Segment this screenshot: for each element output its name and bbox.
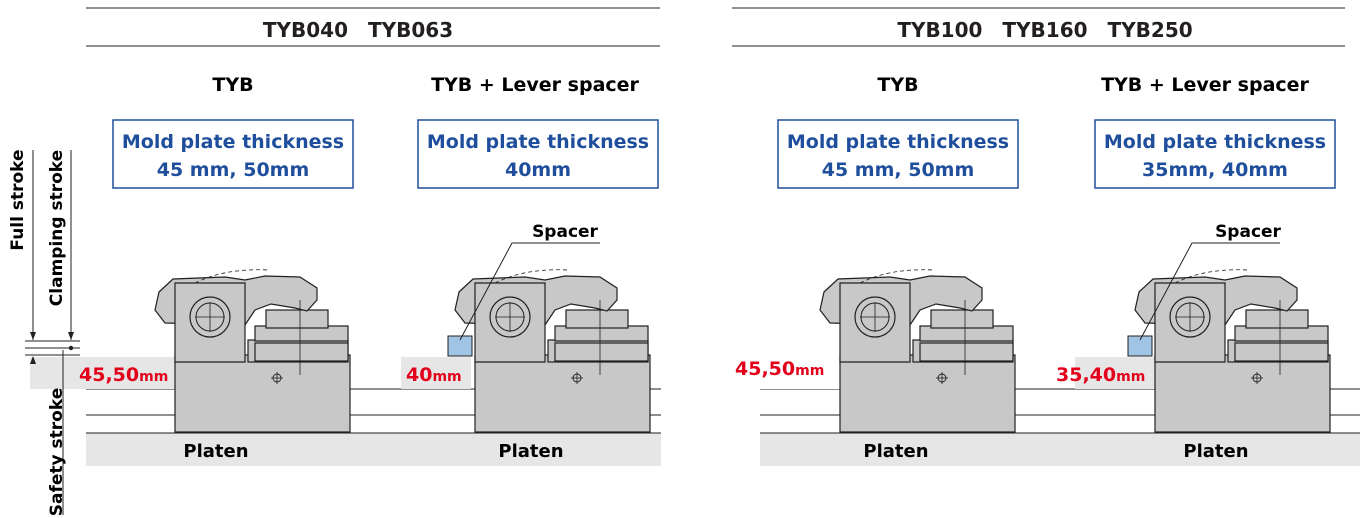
clamp-3 (819, 269, 1016, 433)
thickness-label-1: 45,50mm (79, 364, 168, 386)
platen-right (760, 388, 1360, 466)
thickness-box-1 (112, 119, 354, 189)
clamp-1 (154, 269, 351, 433)
spacer-block-2 (447, 335, 473, 357)
right-group-title: TYB100 TYB160 TYB250 (897, 18, 1192, 42)
mold-plate-2 (401, 357, 471, 389)
mold-plate-3 (732, 357, 842, 389)
mold-plate-4 (1075, 357, 1155, 389)
thickness-label-3: 45,50mm (735, 358, 824, 380)
spacer-label-2: Spacer (532, 222, 598, 242)
full-stroke-label: Full stroke (8, 149, 28, 250)
box-1-line2: 45 mm, 50mm (157, 159, 310, 181)
panel-3-heading: TYB (877, 74, 918, 96)
spacer-label-4: Spacer (1215, 222, 1281, 242)
box-4-line2: 35mm, 40mm (1142, 159, 1288, 181)
safety-stroke-label: Safety stroke (47, 388, 67, 516)
box-3-line2: 45 mm, 50mm (822, 159, 975, 181)
box-1-line1: Mold plate thickness (122, 131, 344, 153)
stroke-dimensions (25, 150, 80, 515)
thickness-box-4 (1094, 119, 1336, 189)
box-3-line1: Mold plate thickness (787, 131, 1009, 153)
thickness-label-2: 40mm (406, 364, 462, 386)
platen-label-3: Platen (863, 441, 928, 462)
box-4-line1: Mold plate thickness (1104, 131, 1326, 153)
box-2-line1: Mold plate thickness (427, 131, 649, 153)
box-2-line2: 40mm (505, 159, 571, 181)
thickness-box-3 (777, 119, 1019, 189)
platen-label-4: Platen (1183, 441, 1248, 462)
spacer-block-4 (1127, 335, 1153, 357)
platen-label-1: Platen (183, 441, 248, 462)
left-group-title: TYB040 TYB063 (263, 18, 453, 42)
thickness-box-2 (417, 119, 659, 189)
panel-1-heading: TYB (212, 74, 253, 96)
platen-label-2: Platen (498, 441, 563, 462)
panel-4-heading: TYB + Lever spacer (1101, 74, 1309, 96)
panel-2-heading: TYB + Lever spacer (431, 74, 639, 96)
thickness-label-4: 35,40mm (1056, 364, 1145, 386)
clamping-stroke-label: Clamping stroke (47, 150, 67, 306)
mold-plate-1 (30, 357, 175, 389)
